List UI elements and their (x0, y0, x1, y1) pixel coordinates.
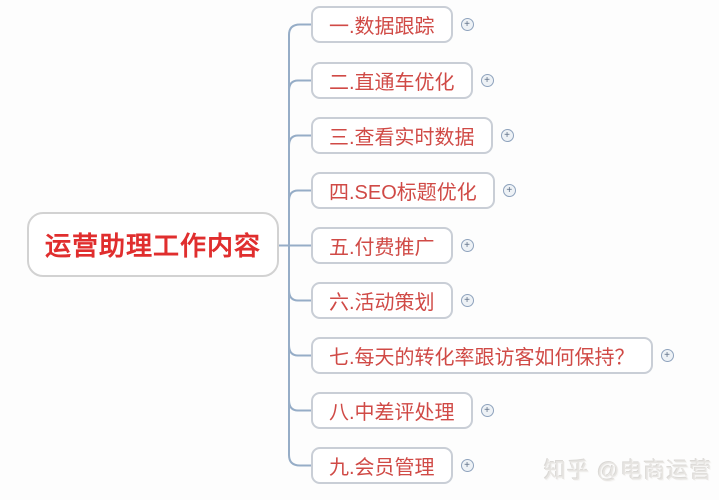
branch-row-6: 六.活动策划 + (311, 282, 474, 319)
branch-row-8: 八.中差评处理 + (311, 392, 494, 429)
branch-node-realtime-data[interactable]: 三.查看实时数据 (311, 117, 493, 154)
expand-icon[interactable]: + (460, 294, 474, 307)
branch-node-seo-title[interactable]: 四.SEO标题优化 (311, 172, 495, 209)
expand-icon[interactable]: + (460, 459, 474, 472)
branch-node-label: 二.直通车优化 (329, 72, 455, 94)
expand-icon[interactable]: + (480, 74, 494, 87)
branch-node-data-tracking[interactable]: 一.数据跟踪 (311, 6, 453, 43)
branch-row-7: 七.每天的转化率跟访客如何保持？ + (311, 337, 674, 374)
connector-branch-4 (288, 189, 312, 202)
root-node-label: 运营助理工作内容 (44, 231, 261, 261)
expand-icon[interactable]: + (502, 184, 516, 197)
branch-row-5: 五.付费推广 + (311, 227, 474, 264)
connector-branch-8 (288, 399, 312, 412)
connector-branch-7 (288, 344, 312, 357)
expand-icon[interactable]: + (660, 349, 674, 362)
expand-icon[interactable]: + (500, 129, 514, 142)
branch-node-activity-planning[interactable]: 六.活动策划 (311, 282, 453, 319)
expand-icon[interactable]: + (480, 404, 494, 417)
branch-node-label: 三.查看实时数据 (329, 127, 475, 149)
expand-icon[interactable]: + (460, 239, 474, 252)
watermark: 知乎 @电商运营 (544, 458, 713, 483)
branch-row-3: 三.查看实时数据 + (311, 117, 514, 154)
branch-node-ztc-optimization[interactable]: 二.直通车优化 (311, 62, 473, 99)
connector-branch-2 (288, 79, 312, 92)
branch-row-1: 一.数据跟踪 + (311, 6, 474, 43)
branch-node-label: 九.会员管理 (329, 457, 435, 479)
branch-row-2: 二.直通车优化 + (311, 62, 494, 99)
branch-node-label: 五.付费推广 (329, 237, 435, 259)
branch-row-4: 四.SEO标题优化 + (311, 172, 516, 209)
branch-node-label: 六.活动策划 (329, 292, 435, 314)
branch-node-label: 八.中差评处理 (329, 402, 455, 424)
connector-branch-3 (288, 134, 312, 147)
branch-node-paid-promotion[interactable]: 五.付费推广 (311, 227, 453, 264)
branch-node-negative-review[interactable]: 八.中差评处理 (311, 392, 473, 429)
branch-row-9: 九.会员管理 + (311, 447, 474, 484)
connector-branch-6 (288, 289, 312, 302)
branch-node-conversion-visitors[interactable]: 七.每天的转化率跟访客如何保持？ (311, 337, 653, 374)
branch-node-label: 一.数据跟踪 (329, 16, 435, 38)
expand-icon[interactable]: + (460, 18, 474, 31)
branch-node-label: 七.每天的转化率跟访客如何保持？ (329, 347, 635, 369)
branch-node-label: 四.SEO标题优化 (329, 182, 477, 204)
root-node[interactable]: 运营助理工作内容 (27, 212, 279, 277)
branch-node-member-management[interactable]: 九.会员管理 (311, 447, 453, 484)
